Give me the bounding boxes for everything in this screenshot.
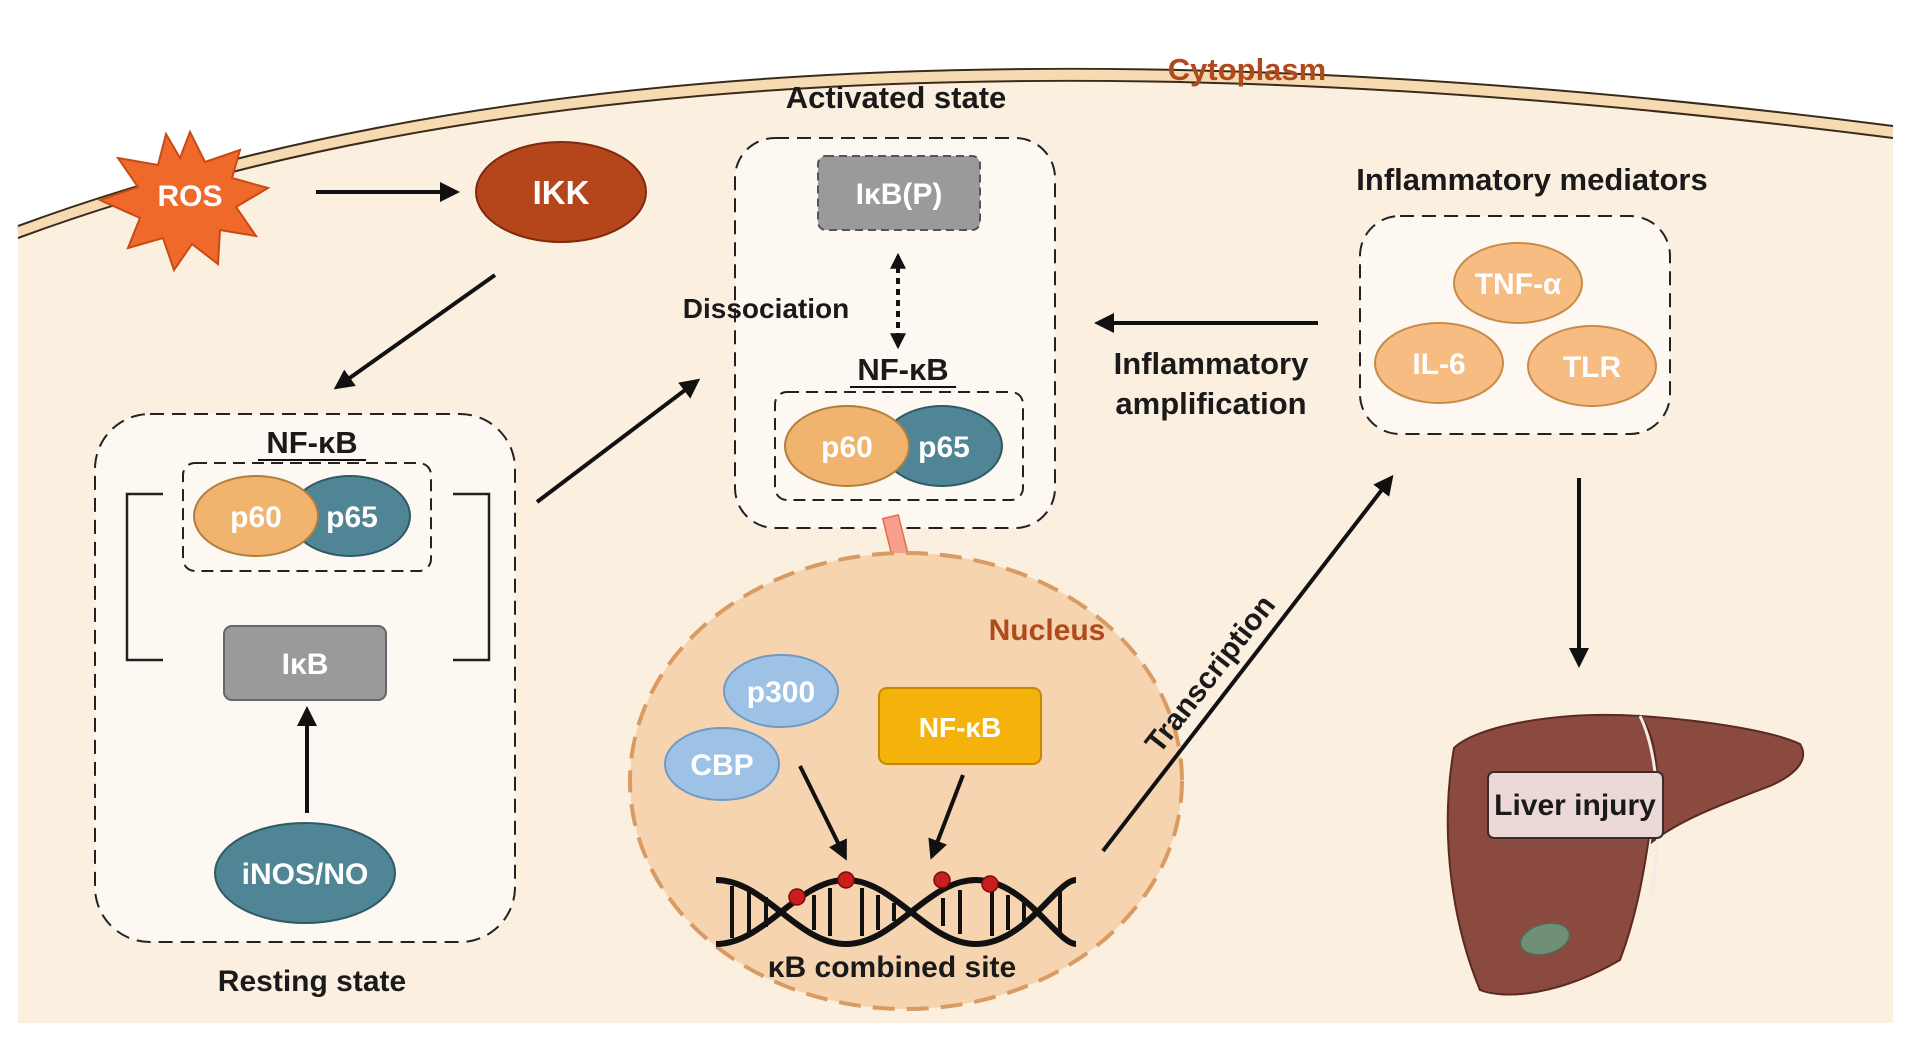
cbp-label: CBP	[690, 749, 753, 782]
kb-binding-site-dot	[933, 871, 951, 889]
ikk-ellipse	[475, 141, 647, 243]
liver-injury-label: Liver injury	[1494, 789, 1656, 822]
resting-right-bracket	[453, 492, 491, 662]
activated-state-box: IκB(P) NF-κB p60 p65	[734, 137, 1056, 529]
activated-nfkb-label: NF-κB	[857, 352, 948, 387]
nfkb-to-dna-arrow	[928, 774, 965, 860]
liver-illustration: Liver injury	[1446, 713, 1805, 996]
nucleus-nfkb-box	[878, 687, 1042, 765]
dna-strand-2	[715, 876, 1077, 948]
nucleus-nfkb-label: NF-κB	[919, 712, 1001, 743]
ikk-label: IKK	[533, 174, 590, 211]
resting-state-label: Resting state	[218, 965, 406, 998]
dissociation-label: Dissociation	[683, 293, 849, 324]
resting-p65-label: p65	[326, 501, 378, 534]
cytoplasm-label: Cytoplasm	[1168, 52, 1326, 87]
inflammatory-mediators-title: Inflammatory mediators	[1356, 162, 1707, 197]
kb-binding-site-dot	[788, 888, 806, 906]
nucleus-label: Nucleus	[989, 614, 1106, 647]
cell-membrane-inner-line	[17, 79, 1894, 239]
transcription-arrow	[1101, 474, 1394, 853]
resting-nfkb-complex-box	[182, 462, 432, 572]
resting-p60-label: p60	[230, 501, 282, 534]
tlr-ellipse	[1527, 325, 1657, 407]
kb-binding-site-dot	[837, 871, 855, 889]
inflammatory-amplification-label-line1: Inflammatory	[1114, 346, 1309, 381]
il6-label: IL-6	[1412, 348, 1465, 381]
activated-nfkb-complex-box	[774, 391, 1024, 501]
tnf-alpha-ellipse	[1453, 242, 1583, 324]
inflammatory-mediators-box: TNF-α IL-6 TLR	[1359, 215, 1671, 435]
p300-ellipse	[723, 654, 839, 728]
activated-p60-label: p60	[821, 431, 873, 464]
resting-left-bracket	[125, 492, 163, 662]
resting-ikb-label: IκB	[282, 648, 329, 681]
ros-star-shape	[97, 129, 271, 273]
cbp-ellipse	[664, 727, 780, 801]
resting-ikb-box	[223, 625, 387, 701]
activated-p65-label: p65	[918, 431, 970, 464]
inos-no-label: iNOS/NO	[242, 858, 369, 891]
resting-nfkb-label: NF-κB	[266, 425, 357, 460]
tnf-alpha-label: TNF-α	[1475, 268, 1562, 301]
ros-label: ROS	[157, 180, 222, 213]
gallbladder	[1519, 922, 1571, 956]
p300-label: p300	[747, 676, 815, 709]
il6-ellipse	[1374, 322, 1504, 404]
ikk-node: IKK	[475, 141, 647, 243]
cbp-to-dna-arrow	[798, 765, 847, 861]
inflammatory-amplification-label-line2: amplification	[1115, 386, 1306, 421]
activated-state-label: Activated state	[786, 80, 1007, 115]
activated-ikbp-box	[817, 155, 981, 231]
activated-p60-ellipse	[784, 405, 910, 487]
resting-to-activated-arrow	[535, 378, 701, 504]
ikk-to-resting-arrow	[333, 273, 497, 390]
ros-node: ROS	[97, 129, 271, 273]
kb-combined-site-label: κB combined site	[768, 951, 1016, 984]
inos-no-ellipse	[214, 822, 396, 924]
dna-strand-1	[715, 876, 1077, 948]
liver-injury-label-box	[1487, 771, 1664, 839]
resting-p60-ellipse	[193, 475, 319, 557]
resting-state-box: NF-κB p60 p65 IκB iNOS/NO	[94, 413, 516, 943]
dna-helix	[715, 871, 1077, 948]
kb-binding-site-dot	[981, 875, 999, 893]
nucleus-region: Nucleus p300 CBP NF-κB	[628, 551, 1184, 1011]
activated-ikbp-label: IκB(P)	[856, 178, 943, 211]
tlr-label: TLR	[1563, 351, 1622, 384]
